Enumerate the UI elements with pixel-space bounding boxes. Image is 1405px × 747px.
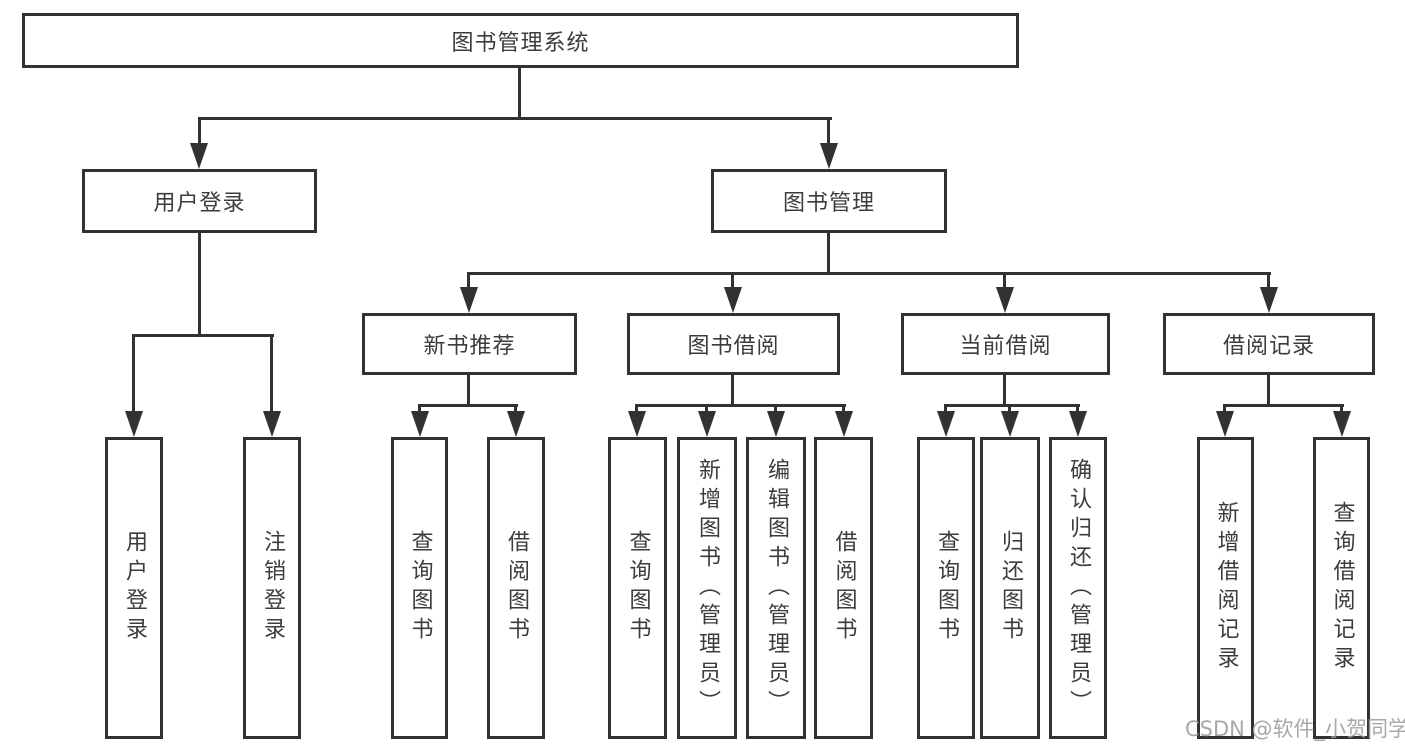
arrow-down-icon [1216, 411, 1234, 437]
leaf-query-books-current-label: 查询图书 [934, 530, 959, 646]
connector-line [842, 404, 845, 416]
node-borrow-records: 借阅记录 [1163, 313, 1375, 375]
leaf-user-login-label: 用户登录 [122, 530, 147, 646]
node-current-borrowing: 当前借阅 [901, 313, 1110, 375]
node-user-login-label: 用户登录 [153, 191, 246, 216]
arrow-down-icon [724, 287, 742, 313]
arrow-down-icon [190, 143, 208, 169]
connector-line [467, 375, 470, 407]
node-book-management: 图书管理 [711, 169, 947, 233]
leaf-user-login: 用户登录 [105, 437, 163, 739]
node-current-borrowing-label: 当前借阅 [959, 334, 1052, 359]
arrow-down-icon [1260, 287, 1278, 313]
connector-line [731, 272, 734, 292]
connector-line [944, 404, 947, 416]
connector-line [198, 117, 832, 120]
arrow-down-icon [698, 411, 716, 437]
connector-line [827, 233, 830, 275]
leaf-query-books-recommend-label: 查询图书 [407, 530, 433, 646]
leaf-add-book-admin: 新增图书（管理员） [677, 437, 737, 739]
leaf-query-books-borrowing-label: 查询图书 [625, 530, 651, 646]
arrow-down-icon [125, 411, 143, 437]
arrow-down-icon [1001, 411, 1019, 437]
leaf-confirm-return-admin-label: 确认归还（管理员） [1066, 457, 1091, 719]
arrow-down-icon [996, 287, 1014, 313]
connector-line [418, 404, 518, 407]
leaf-add-borrow-record: 新增借阅记录 [1197, 437, 1254, 739]
leaf-add-book-admin-label: 新增图书（管理员） [695, 457, 720, 719]
connector-line [1340, 404, 1343, 416]
arrow-down-icon [820, 143, 838, 169]
leaf-edit-book-admin-label: 编辑图书（管理员） [764, 457, 789, 719]
arrow-down-icon [507, 411, 525, 437]
arrow-down-icon [628, 411, 646, 437]
leaf-return-book-label: 归还图书 [998, 530, 1023, 646]
connector-line [198, 117, 201, 149]
connector-line [1003, 375, 1006, 407]
leaf-borrow-books-recommend-label: 借阅图书 [504, 530, 529, 646]
node-borrow-records-label: 借阅记录 [1222, 334, 1315, 359]
leaf-logout-label: 注销登录 [260, 530, 285, 646]
connector-line [418, 404, 421, 416]
node-library-system-label: 图书管理系统 [451, 30, 590, 56]
arrow-down-icon [937, 411, 955, 437]
connector-line [467, 272, 470, 292]
watermark-text: CSDN @软件_小贺同学 [1185, 717, 1405, 741]
connector-line [827, 117, 830, 149]
leaf-borrow-books-recommend: 借阅图书 [487, 437, 545, 739]
arrow-down-icon [835, 411, 853, 437]
arrow-down-icon [411, 411, 429, 437]
leaf-edit-book-admin: 编辑图书（管理员） [746, 437, 806, 739]
connector-line [467, 272, 1271, 275]
connector-line [132, 334, 274, 337]
connector-line [132, 334, 135, 414]
connector-line [514, 404, 517, 416]
connector-line [944, 404, 1080, 407]
arrow-down-icon [767, 411, 785, 437]
connector-line [198, 233, 201, 337]
leaf-borrow-books-borrowing: 借阅图书 [814, 437, 873, 739]
leaf-return-book: 归还图书 [980, 437, 1040, 739]
connector-line [518, 68, 521, 118]
leaf-query-borrow-record: 查询借阅记录 [1313, 437, 1370, 739]
leaf-query-books-borrowing: 查询图书 [608, 437, 667, 739]
leaf-confirm-return-admin: 确认归还（管理员） [1049, 437, 1107, 739]
arrow-down-icon [460, 287, 478, 313]
connector-line [731, 375, 734, 407]
leaf-add-borrow-record-label: 新增借阅记录 [1213, 501, 1239, 675]
node-new-book-recommend: 新书推荐 [362, 313, 577, 375]
node-new-book-recommend-label: 新书推荐 [423, 334, 516, 359]
connector-line [1008, 404, 1011, 416]
leaf-logout: 注销登录 [243, 437, 301, 739]
connector-line [270, 334, 273, 414]
connector-line [1267, 375, 1270, 407]
connector-line [1223, 404, 1344, 407]
connector-line [1267, 272, 1270, 292]
node-book-borrowing-label: 图书借阅 [687, 334, 780, 359]
node-book-management-label: 图书管理 [782, 191, 875, 216]
connector-line [635, 404, 638, 416]
leaf-query-books-recommend: 查询图书 [391, 437, 448, 739]
connector-line [774, 404, 777, 416]
leaf-borrow-books-borrowing-label: 借阅图书 [831, 530, 857, 646]
arrow-down-icon [1069, 411, 1087, 437]
connector-line [1076, 404, 1079, 416]
connector-line [635, 404, 846, 407]
connector-line [1003, 272, 1006, 292]
arrow-down-icon [263, 411, 281, 437]
node-library-system: 图书管理系统 [22, 13, 1019, 68]
node-user-login: 用户登录 [82, 169, 317, 233]
arrow-down-icon [1333, 411, 1351, 437]
connector-line [1223, 404, 1226, 416]
connector-line [705, 404, 708, 416]
leaf-query-borrow-record-label: 查询借阅记录 [1329, 501, 1355, 675]
leaf-query-books-current: 查询图书 [917, 437, 975, 739]
node-book-borrowing: 图书借阅 [627, 313, 840, 375]
